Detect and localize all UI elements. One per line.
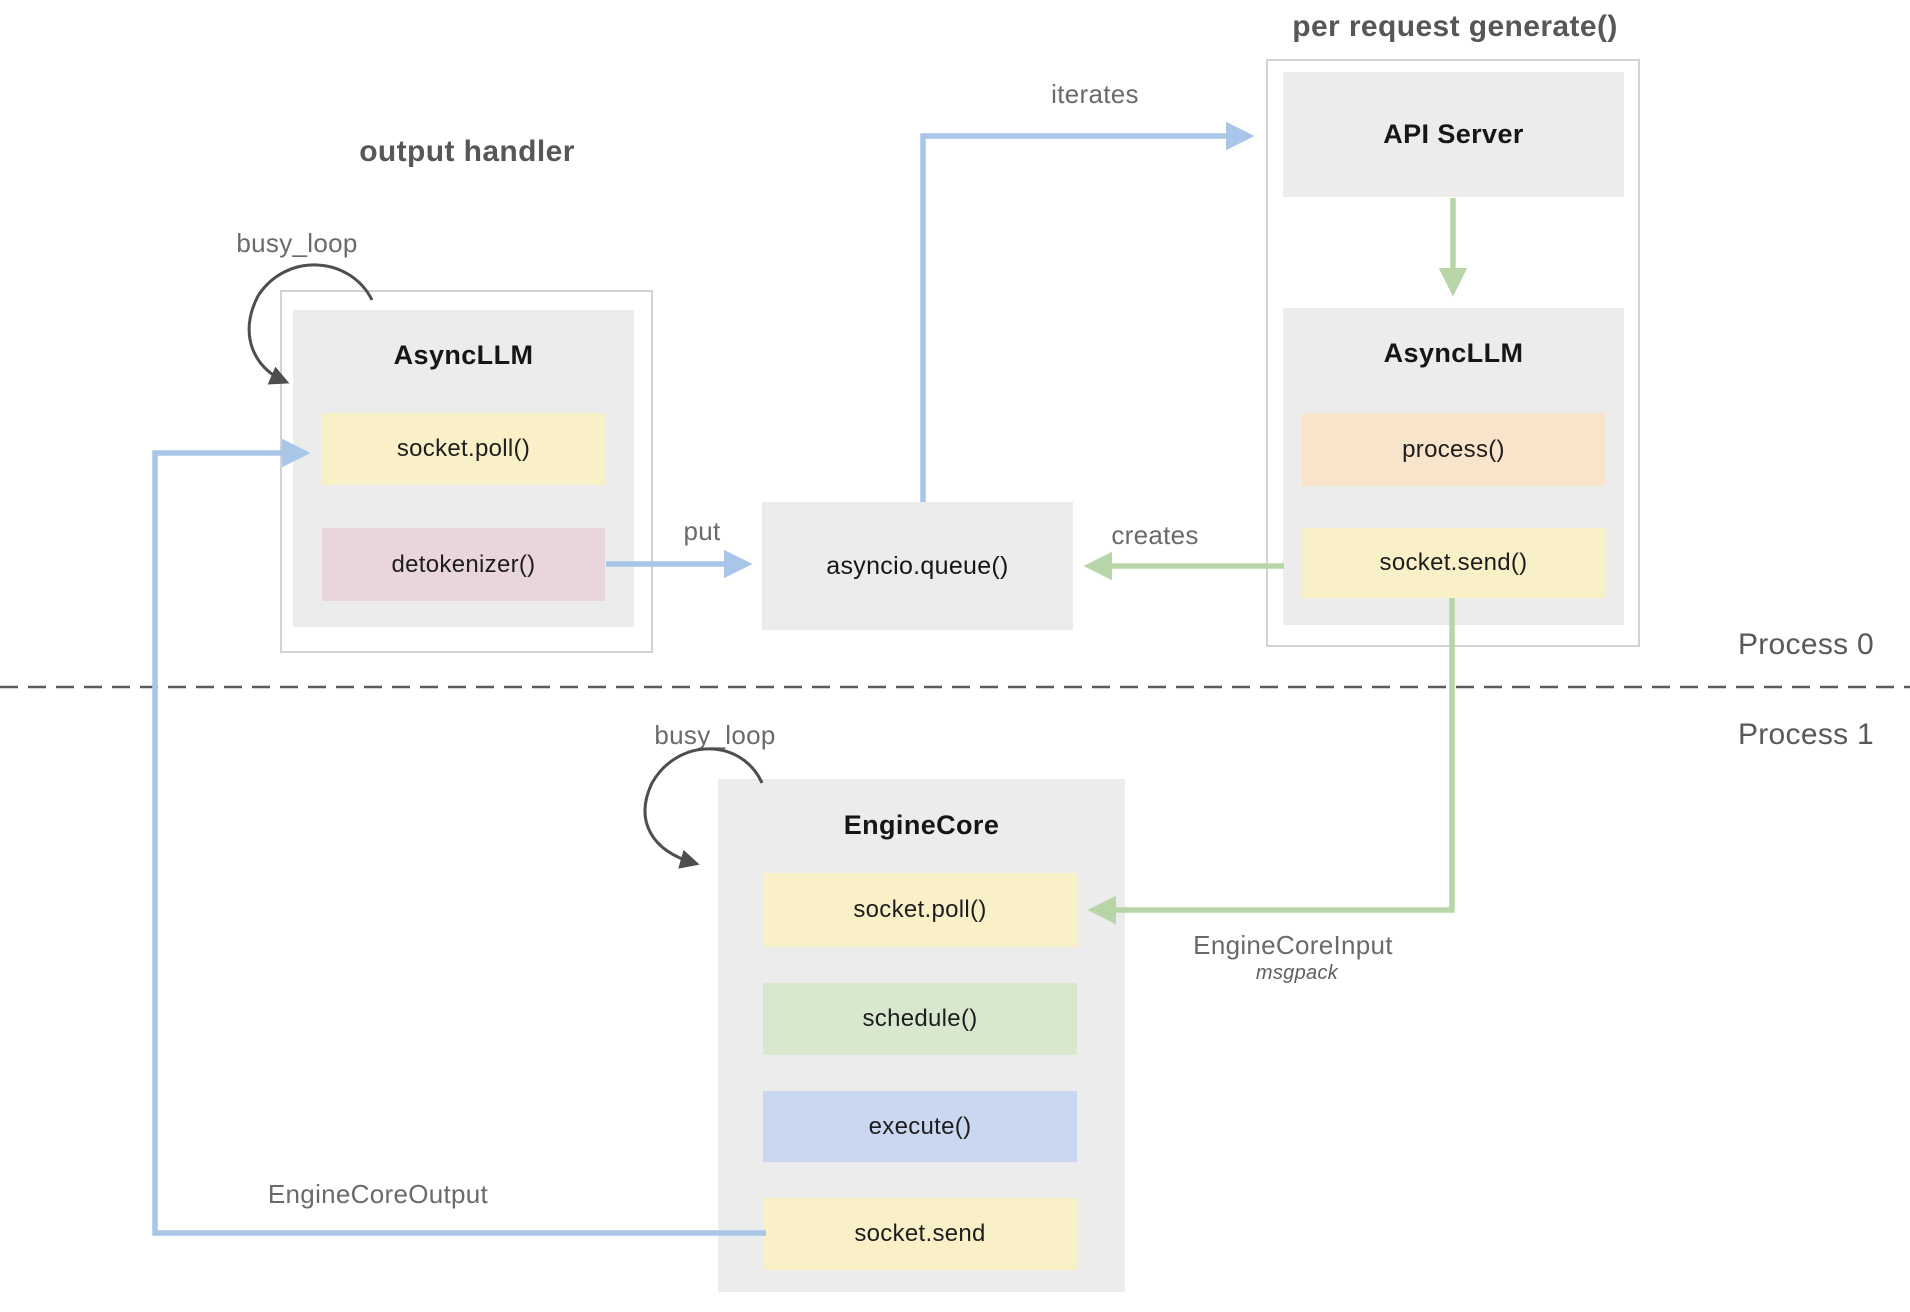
method-schedule: schedule() [763, 983, 1077, 1055]
method-process: process() [1302, 413, 1605, 486]
engine-core-input-arrow [1087, 598, 1455, 925]
method-detokenizer: detokenizer() [322, 528, 605, 601]
busy-loop-arc-core [643, 747, 764, 869]
asyncio-queue-node: asyncio.queue() [762, 502, 1073, 630]
iterates-label: iterates [1051, 79, 1139, 109]
busy-loop-arc-output [247, 263, 374, 385]
method-socket-send-request: socket.send() [1302, 528, 1605, 598]
asyncio-queue-title: asyncio.queue() [826, 551, 1009, 580]
busy-loop-label-core: busy_loop [654, 720, 776, 750]
engine-core-node: EngineCore socket.poll() schedule() exec… [718, 779, 1125, 1292]
busy-loop-label-output: busy_loop [236, 228, 358, 258]
put-label: put [683, 516, 721, 546]
method-socket-poll-core: socket.poll() [763, 873, 1077, 947]
async-llm-request-node: AsyncLLM process() socket.send() [1283, 308, 1624, 625]
engine-core-input-label: EngineCoreInput [1193, 930, 1393, 960]
api-server-node: API Server [1283, 72, 1624, 197]
engine-core-output-label: EngineCoreOutput [267, 1179, 489, 1209]
process-0-label: Process 0 [1737, 628, 1875, 661]
method-execute: execute() [763, 1091, 1077, 1162]
iterates-arrow [920, 121, 1255, 502]
per-request-generate-heading: per request generate() [1292, 10, 1618, 43]
output-handler-heading: output handler [359, 135, 575, 168]
method-socket-poll-output: socket.poll() [322, 413, 605, 485]
method-socket-send-core: socket.send [763, 1198, 1077, 1270]
process-1-label: Process 1 [1737, 718, 1875, 751]
creates-label: creates [1111, 520, 1199, 550]
async-llm-request-title: AsyncLLM [1383, 338, 1524, 368]
msgpack-label: msgpack [1255, 962, 1339, 984]
engine-core-output-arrow [152, 438, 766, 1236]
engine-core-title: EngineCore [843, 810, 1000, 840]
async-llm-output-title: AsyncLLM [393, 340, 534, 370]
api-server-title: API Server [1383, 119, 1524, 149]
async-llm-output-node: AsyncLLM socket.poll() detokenizer() [293, 310, 634, 627]
